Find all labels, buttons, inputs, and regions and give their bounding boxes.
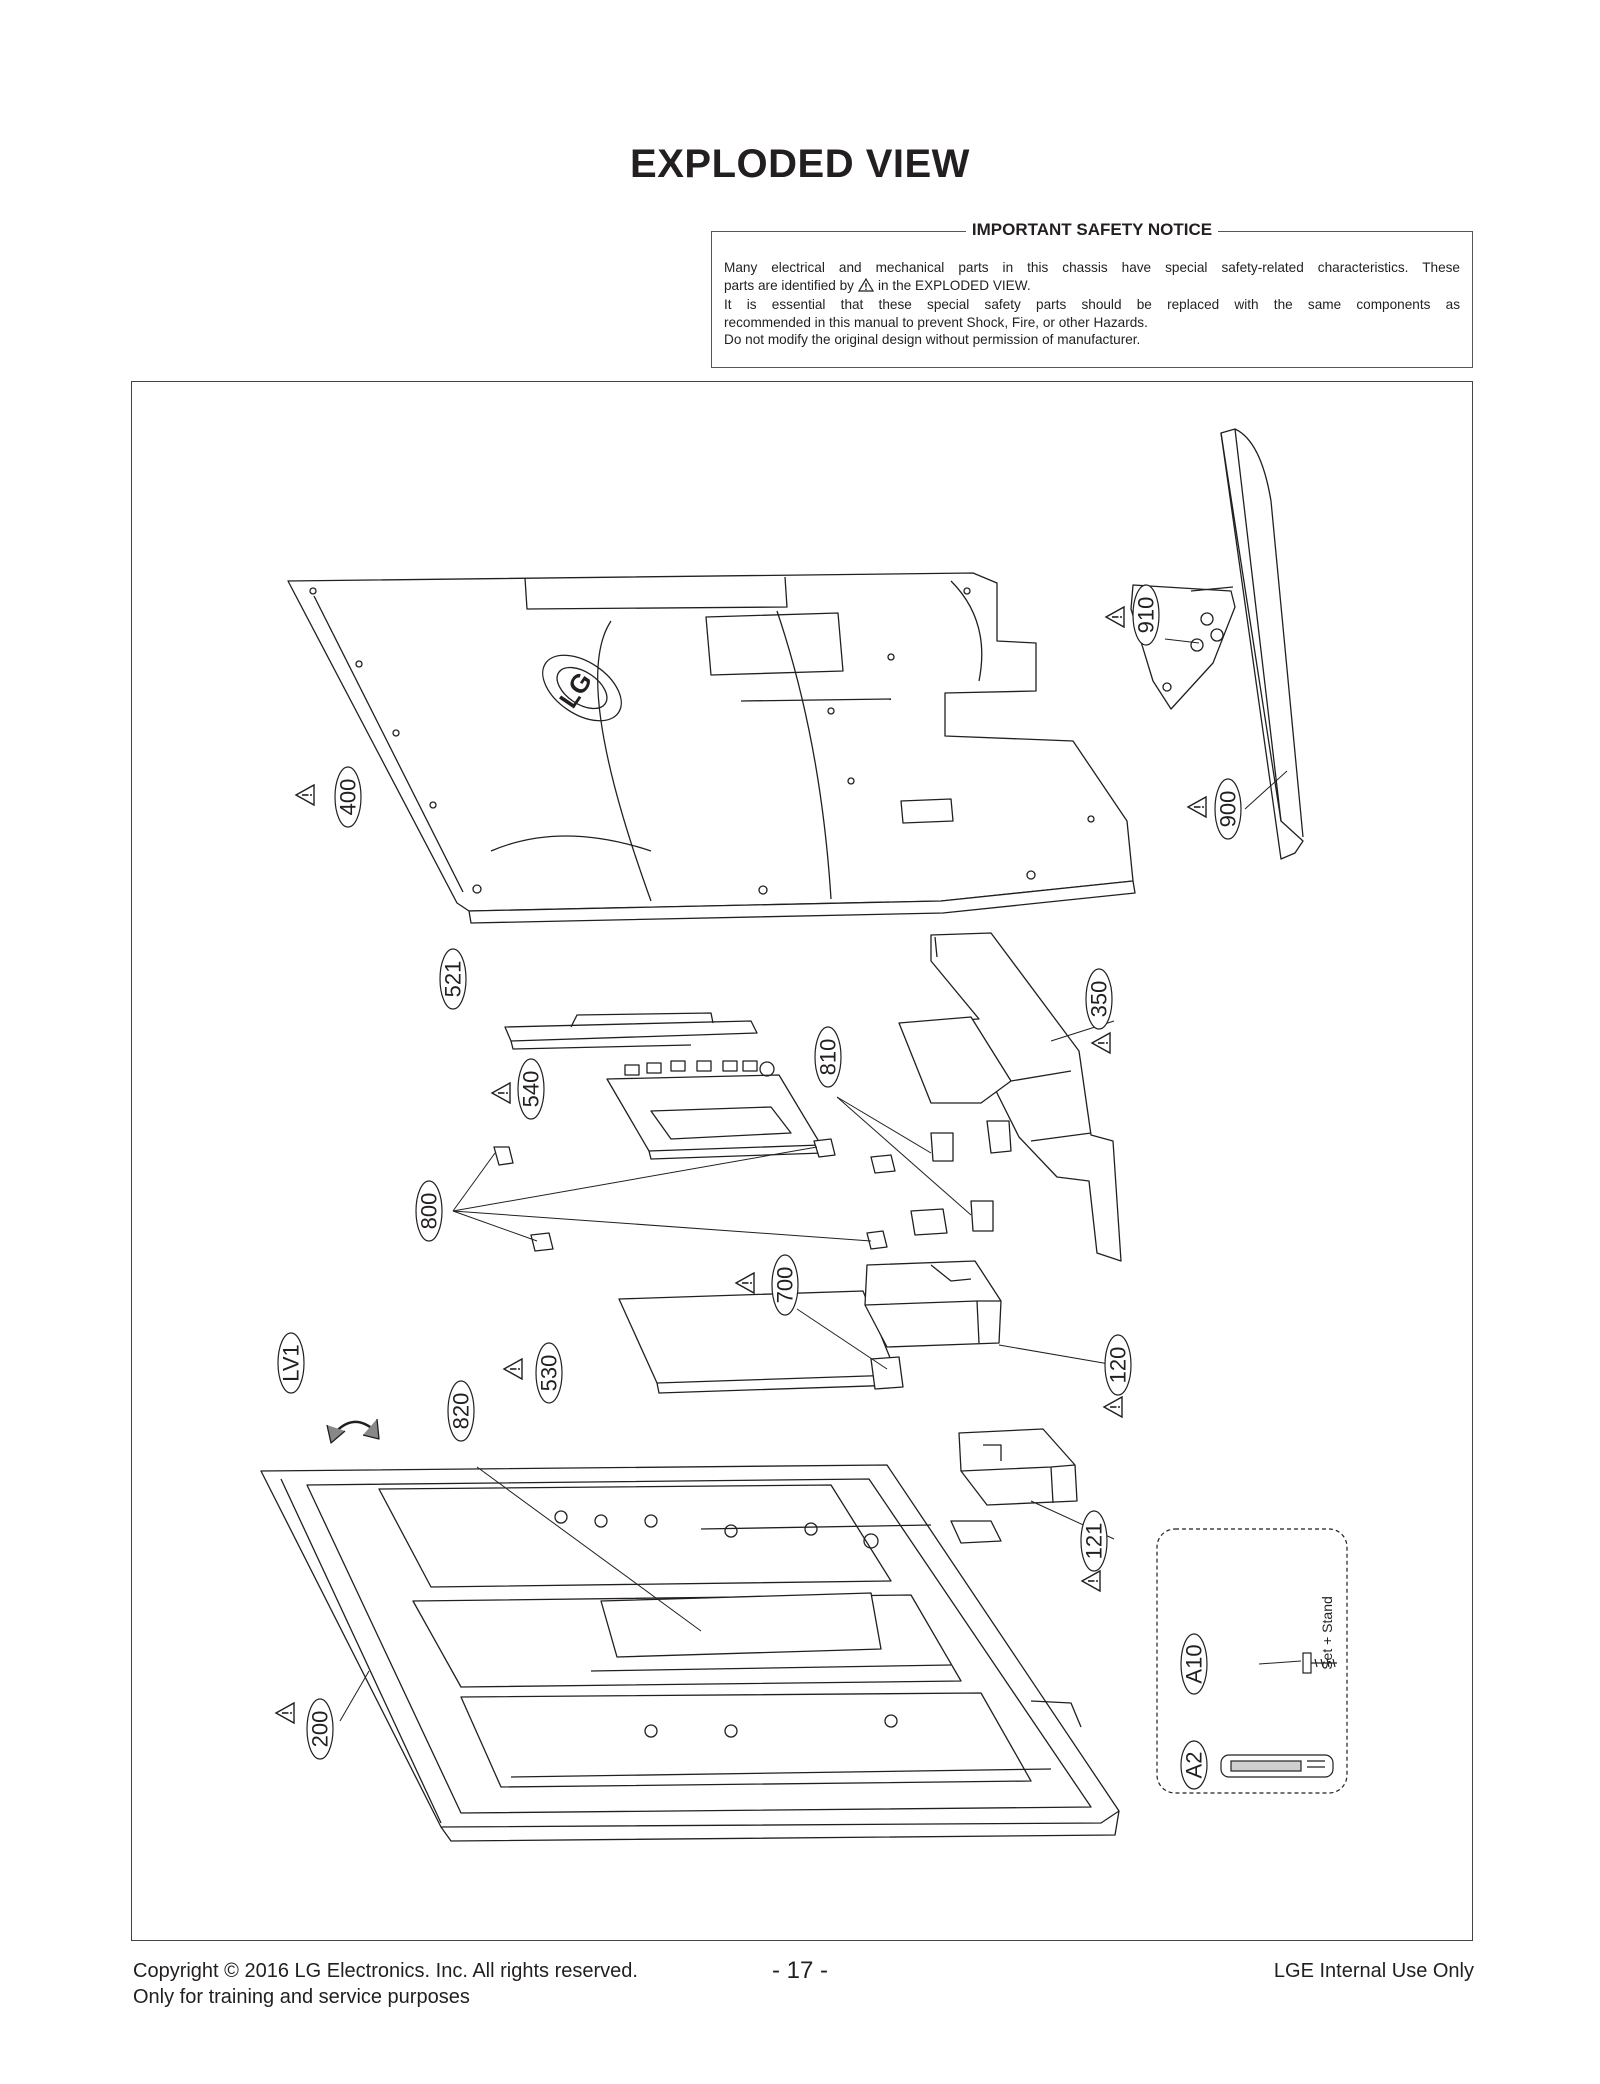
svg-text:350: 350 xyxy=(1087,981,1112,1018)
callout-800: 800 xyxy=(415,1180,443,1242)
stand-bracket-part xyxy=(898,932,1122,1262)
svg-text:900: 900 xyxy=(1216,791,1241,828)
callout-350: 350 xyxy=(1085,968,1113,1030)
display-module-part xyxy=(260,1464,1120,1842)
notice-line-4: recommended in this manual to prevent Sh… xyxy=(724,314,1148,330)
accessory-box: A10 A2 Set + Stand xyxy=(1156,1528,1348,1794)
internal-use-text: LGE Internal Use Only xyxy=(1273,1960,1474,1982)
callout-521: 521 xyxy=(439,948,467,1010)
main-board-part xyxy=(606,1060,824,1160)
warning-triangle-icon xyxy=(275,1702,295,1724)
warning-triangle-icon xyxy=(1105,606,1125,628)
svg-text:A2: A2 xyxy=(1182,1752,1207,1779)
power-board-part xyxy=(618,1290,904,1394)
page-number: - 17 - xyxy=(771,1957,828,1984)
set-stand-note: Set + Stand xyxy=(1319,1596,1335,1670)
warning-triangle-icon xyxy=(503,1358,523,1380)
callout-700: 700 xyxy=(771,1254,799,1316)
safety-notice-heading: IMPORTANT SAFETY NOTICE xyxy=(965,220,1219,239)
screw-icon xyxy=(1302,1652,1337,1674)
svg-text:521: 521 xyxy=(441,961,466,998)
copyright-text: Copyright © 2016 LG Electronics. Inc. Al… xyxy=(133,1960,638,1982)
part-120 xyxy=(864,1260,1002,1348)
notice-line-5: Do not modify the original design withou… xyxy=(724,332,1141,347)
svg-text:200: 200 xyxy=(308,1711,333,1748)
safety-notice-box: IMPORTANT SAFETY NOTICE Many electrical … xyxy=(711,220,1473,368)
warning-triangle-icon xyxy=(857,277,875,297)
warning-triangle-icon xyxy=(1103,1396,1123,1418)
svg-text:700: 700 xyxy=(773,1267,798,1304)
callout-200: 200 xyxy=(306,1698,334,1760)
warning-triangle-icon xyxy=(1187,796,1207,818)
callout-530: 530 xyxy=(535,1342,563,1404)
notice-line-1: Many electrical and mechanical parts in … xyxy=(724,260,1460,275)
callout-820: 820 xyxy=(447,1380,475,1442)
callout-a2: A2 xyxy=(1180,1740,1208,1790)
exploded-view-frame xyxy=(131,381,1473,1941)
remote-control-icon xyxy=(1220,1754,1334,1778)
training-text: Only for training and service purposes xyxy=(133,1986,470,2008)
back-cover-part: LG xyxy=(287,572,1136,924)
part-121 xyxy=(958,1428,1078,1506)
page-title: EXPLODED VIEW xyxy=(630,142,970,186)
svg-text:120: 120 xyxy=(1106,1347,1131,1384)
svg-text:540: 540 xyxy=(519,1071,544,1108)
callout-400: 400 xyxy=(334,766,362,828)
callout-900: 900 xyxy=(1214,778,1242,840)
svg-text:530: 530 xyxy=(537,1355,562,1392)
lv1-part xyxy=(326,1418,380,1444)
svg-text:810: 810 xyxy=(816,1039,841,1076)
exploded-view-drawing: LG xyxy=(131,381,1473,1941)
part-521 xyxy=(504,1012,758,1050)
callout-120: 120 xyxy=(1104,1334,1132,1396)
callout-810: 810 xyxy=(814,1026,842,1088)
warning-triangle-icon xyxy=(735,1272,755,1294)
warning-triangle-icon xyxy=(491,1082,511,1104)
notice-line-3: It is essential that these special safet… xyxy=(724,297,1460,312)
svg-text:820: 820 xyxy=(449,1393,474,1430)
svg-text:400: 400 xyxy=(336,779,361,816)
svg-text:800: 800 xyxy=(417,1193,442,1230)
callout-121: 121 xyxy=(1080,1510,1108,1572)
footer-left: Copyright © 2016 LG Electronics. Inc. Al… xyxy=(133,1958,638,2010)
svg-text:121: 121 xyxy=(1082,1523,1107,1560)
callout-540: 540 xyxy=(517,1058,545,1120)
warning-triangle-icon xyxy=(1081,1570,1101,1592)
svg-text:A10: A10 xyxy=(1182,1644,1207,1683)
callout-910: 910 xyxy=(1132,584,1160,646)
svg-text:LV1: LV1 xyxy=(279,1344,304,1382)
warning-triangle-icon xyxy=(295,784,315,806)
clip-parts xyxy=(493,1120,1012,1252)
warning-triangle-icon xyxy=(1091,1032,1111,1054)
callout-a10: A10 xyxy=(1180,1633,1208,1695)
safety-notice-text: Many electrical and mechanical parts in … xyxy=(724,259,1460,349)
callout-lv1: LV1 xyxy=(277,1332,305,1394)
svg-text:910: 910 xyxy=(1134,597,1159,634)
